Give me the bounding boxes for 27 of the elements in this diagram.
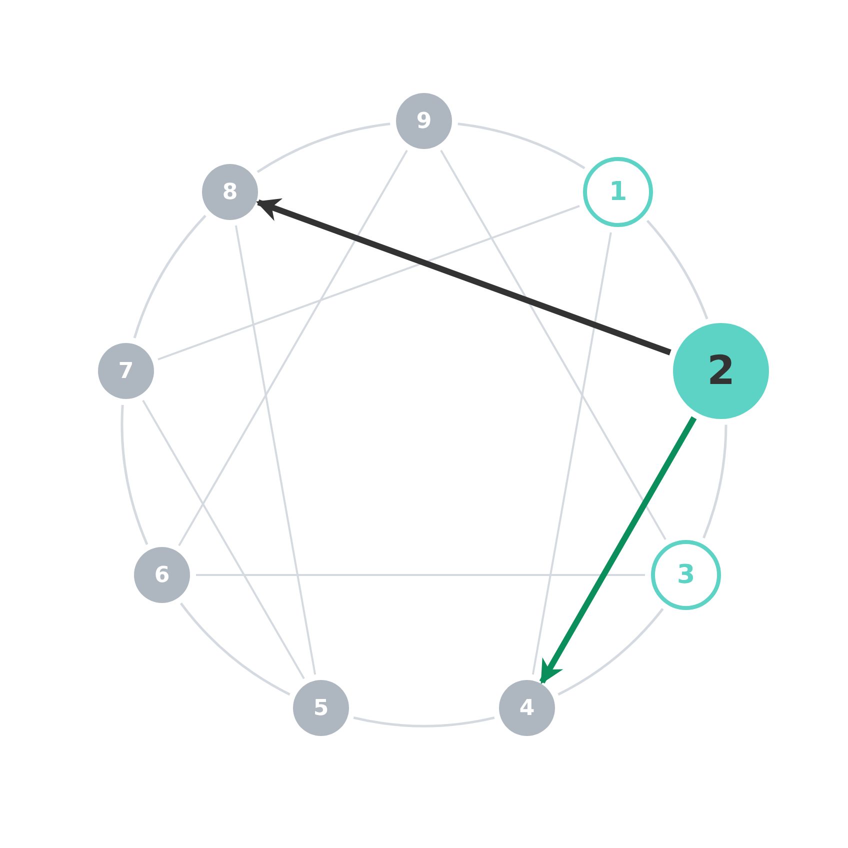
circle-arc bbox=[558, 608, 664, 696]
connector-line bbox=[178, 150, 408, 546]
circle-arc bbox=[646, 220, 708, 320]
number-circle: 3 bbox=[651, 540, 721, 610]
number-circle: 6 bbox=[134, 547, 190, 603]
connector-line bbox=[234, 225, 316, 675]
connector-line bbox=[532, 232, 612, 675]
number-circle: 1 bbox=[583, 157, 653, 227]
number-circle: 4 bbox=[499, 680, 555, 736]
connector-line bbox=[196, 574, 645, 576]
number-circle: 9 bbox=[396, 93, 452, 149]
number-circle: 2 bbox=[673, 323, 769, 419]
number-circle: 8 bbox=[202, 164, 258, 220]
number-circle: 7 bbox=[98, 343, 154, 399]
connector-line bbox=[158, 205, 580, 360]
circle-arc bbox=[458, 122, 586, 170]
connector-line bbox=[440, 150, 666, 540]
circle-arc bbox=[121, 404, 148, 545]
circle-arc bbox=[256, 122, 390, 174]
arrow bbox=[539, 416, 697, 684]
number-circle: 5 bbox=[293, 680, 349, 736]
circle-arc bbox=[180, 602, 290, 696]
arrow bbox=[256, 198, 672, 356]
circle-arc bbox=[353, 716, 495, 728]
circle-arc bbox=[133, 214, 206, 338]
circle-arc bbox=[702, 424, 728, 538]
connector-line bbox=[142, 400, 305, 680]
